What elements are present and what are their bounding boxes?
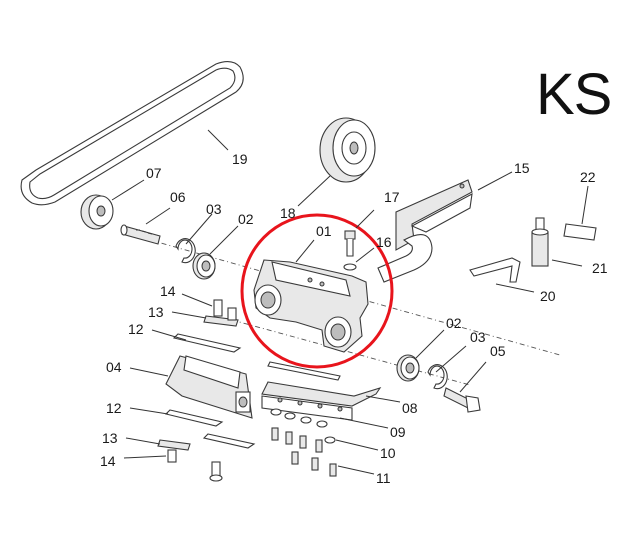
callout-13-upper: 13 xyxy=(148,304,164,320)
callout-14-upper: 14 xyxy=(160,283,176,299)
callout-01: 01 xyxy=(316,223,332,239)
callout-19: 19 xyxy=(232,151,248,167)
brand-mark: KS xyxy=(536,62,611,127)
bolt-washer xyxy=(343,230,357,271)
callout-14-lower: 14 xyxy=(100,453,116,469)
callout-09: 09 xyxy=(390,424,406,440)
callout-08: 08 xyxy=(402,400,418,416)
swing-arm-housing xyxy=(253,259,369,353)
circlip-right xyxy=(427,364,448,390)
callout-10: 10 xyxy=(380,445,396,461)
callout-03-right: 03 xyxy=(470,329,486,345)
washer-set xyxy=(270,408,336,444)
callout-04: 04 xyxy=(106,359,122,375)
callout-05: 05 xyxy=(490,343,506,359)
large-pulley xyxy=(319,117,376,183)
callout-16: 16 xyxy=(376,234,392,250)
callout-22: 22 xyxy=(580,169,596,185)
screw-set xyxy=(271,427,337,477)
callout-02-right: 02 xyxy=(446,315,462,331)
blade-lower xyxy=(164,409,256,449)
callout-13-lower: 13 xyxy=(102,430,118,446)
callout-18: 18 xyxy=(280,205,296,221)
circlip-left xyxy=(175,238,196,264)
blade-upper xyxy=(172,333,242,353)
callout-12-upper: 12 xyxy=(128,321,144,337)
bearing-left xyxy=(192,252,216,280)
drive-belt xyxy=(20,61,244,206)
callout-labels: 19 07 06 03 02 18 01 17 16 15 22 21 20 1… xyxy=(100,151,608,486)
callout-06: 06 xyxy=(170,189,186,205)
leader-lines xyxy=(111,129,589,475)
callout-07: 07 xyxy=(146,165,162,181)
callout-03-left: 03 xyxy=(206,201,222,217)
shaft xyxy=(120,224,161,245)
bearing-right xyxy=(396,354,420,382)
callout-02-left: 02 xyxy=(238,211,254,227)
callout-11: 11 xyxy=(376,470,391,486)
callout-12-lower: 12 xyxy=(106,400,122,416)
hex-bolt xyxy=(443,387,481,413)
allen-key xyxy=(469,257,521,283)
callout-21: 21 xyxy=(592,260,608,276)
callout-20: 20 xyxy=(540,288,556,304)
callout-17: 17 xyxy=(384,189,400,205)
mounting-plate xyxy=(261,361,382,421)
arm-bracket xyxy=(377,179,473,283)
highlight-circle xyxy=(240,213,394,369)
stud-pin xyxy=(531,217,549,267)
hub-lower xyxy=(157,439,223,482)
callout-15: 15 xyxy=(514,160,530,176)
small-pulley xyxy=(80,194,114,230)
key-plate xyxy=(563,223,597,241)
hub-upper xyxy=(203,299,239,327)
cutter-housing xyxy=(165,355,253,419)
